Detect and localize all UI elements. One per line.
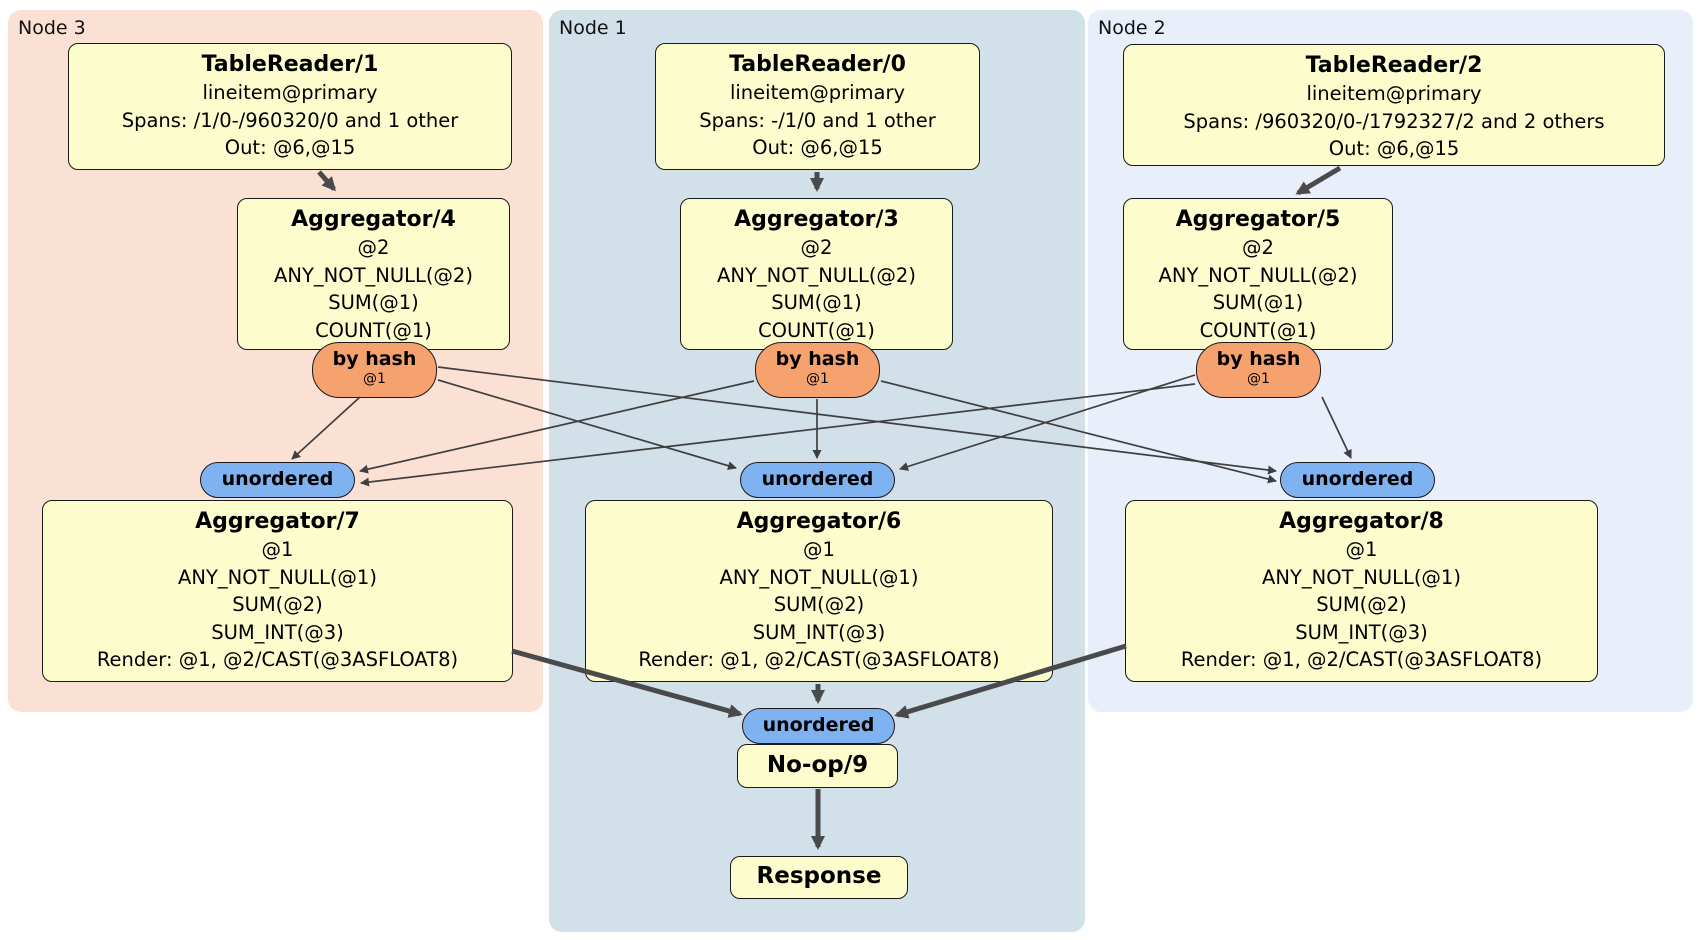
aggregator-3-title: Aggregator/3 [734,207,899,232]
aggregator-6-fn3: SUM_INT(@3) [752,620,886,644]
aggregator-5-group: @2 [1242,236,1274,259]
tablereader-2-spans: Spans: /960320/0-/1792327/2 and 2 others [1183,109,1605,133]
aggregator-7-fn1: ANY_NOT_NULL(@1) [178,565,377,589]
node1-region-label: Node 1 [559,17,627,39]
node3-unordered-stream: unordered [200,462,355,498]
aggregator-5-fn2: SUM(@1) [1212,291,1304,314]
noop-9-box: No-op/9 [737,744,898,788]
aggregator-7-fn3: SUM_INT(@3) [211,620,344,644]
aggregator-6-fn2: SUM(@2) [773,593,865,616]
tablereader-1-box: TableReader/1 lineitem@primary Spans: /1… [68,43,512,170]
tablereader-1-spans: Spans: /1/0-/960320/0 and 1 other [121,108,459,132]
aggregator-6-fn1: ANY_NOT_NULL(@1) [719,565,919,589]
aggregator-3-box: Aggregator/3 @2 ANY_NOT_NULL(@2) SUM(@1)… [680,198,953,350]
aggregator-3-fn2: SUM(@1) [771,291,862,314]
node1-hash-router-key: @1 [806,371,829,387]
node1-unordered-stream: unordered [740,462,895,498]
aggregator-4-group: @2 [357,236,390,259]
aggregator-4-fn1: ANY_NOT_NULL(@2) [274,263,473,287]
aggregator-6-render: Render: @1, @2/CAST(@3ASFLOAT8) [638,648,1000,671]
aggregator-8-render: Render: @1, @2/CAST(@3ASFLOAT8) [1180,648,1543,671]
tablereader-0-box: TableReader/0 lineitem@primary Spans: -/… [655,43,980,170]
tablereader-2-title: TableReader/2 [1305,53,1483,78]
aggregator-8-group: @1 [1345,538,1378,561]
aggregator-4-title: Aggregator/4 [291,207,456,232]
aggregator-8-fn3: SUM_INT(@3) [1295,620,1428,644]
node3-hash-router-key: @1 [363,371,386,387]
response-box: Response [730,856,908,899]
tablereader-0-index: lineitem@primary [729,81,906,104]
node3-unordered-label: unordered [221,468,334,490]
tablereader-1-index: lineitem@primary [202,81,378,104]
tablereader-0-out: Out: @6,@15 [752,136,883,159]
aggregator-7-group: @1 [261,538,294,561]
noop-9-title: No-op/9 [766,752,869,778]
node2-unordered-stream: unordered [1280,462,1435,498]
aggregator-5-box: Aggregator/5 @2 ANY_NOT_NULL(@2) SUM(@1)… [1123,198,1393,350]
aggregator-4-fn2: SUM(@1) [328,291,419,314]
aggregator-3-group: @2 [800,236,833,259]
tablereader-2-box: TableReader/2 lineitem@primary Spans: /9… [1123,44,1665,166]
aggregator-7-fn2: SUM(@2) [232,593,323,616]
node2-hash-router-label: by hash [1216,348,1301,370]
node3-hash-router: by hash @1 [312,342,437,398]
tablereader-1-title: TableReader/1 [201,52,379,77]
node2-unordered-label: unordered [1301,468,1414,490]
aggregator-7-render: Render: @1, @2/CAST(@3ASFLOAT8) [96,648,459,671]
node2-region-label: Node 2 [1098,17,1166,39]
aggregator-8-fn2: SUM(@2) [1316,593,1407,616]
aggregator-5-title: Aggregator/5 [1175,207,1341,232]
tablereader-2-index: lineitem@primary [1306,82,1482,105]
aggregator-4-box: Aggregator/4 @2 ANY_NOT_NULL(@2) SUM(@1)… [237,198,510,350]
node1-hash-router: by hash @1 [755,342,880,398]
node2-hash-router: by hash @1 [1196,342,1321,398]
node3-hash-router-label: by hash [332,348,417,370]
aggregator-6-title: Aggregator/6 [736,509,902,534]
node1-unordered-label: unordered [761,468,874,490]
response-title: Response [756,863,882,889]
tablereader-0-title: TableReader/0 [729,52,906,77]
aggregator-7-title: Aggregator/7 [195,509,360,534]
aggregator-5-fn1: ANY_NOT_NULL(@2) [1158,263,1358,287]
node2-hash-router-key: @1 [1247,371,1270,387]
aggregator-7-box: Aggregator/7 @1 ANY_NOT_NULL(@1) SUM(@2)… [42,500,513,682]
node3-region-label: Node 3 [18,17,86,39]
aggregator-3-fn1: ANY_NOT_NULL(@2) [717,263,916,287]
aggregator-3-fn3: COUNT(@1) [758,318,875,342]
aggregator-4-fn3: COUNT(@1) [315,318,432,342]
aggregator-8-box: Aggregator/8 @1 ANY_NOT_NULL(@1) SUM(@2)… [1125,500,1598,682]
aggregator-8-title: Aggregator/8 [1279,509,1444,534]
aggregator-6-box: Aggregator/6 @1 ANY_NOT_NULL(@1) SUM(@2)… [585,500,1053,682]
tablereader-1-out: Out: @6,@15 [224,136,356,159]
aggregator-6-group: @1 [803,538,835,561]
aggregator-8-fn1: ANY_NOT_NULL(@1) [1262,565,1461,589]
final-unordered-label: unordered [762,714,875,736]
node1-hash-router-label: by hash [775,348,860,370]
tablereader-0-spans: Spans: -/1/0 and 1 other [699,108,936,132]
tablereader-2-out: Out: @6,@15 [1328,137,1460,160]
final-unordered-stream: unordered [742,708,895,744]
aggregator-5-fn3: COUNT(@1) [1199,318,1317,342]
